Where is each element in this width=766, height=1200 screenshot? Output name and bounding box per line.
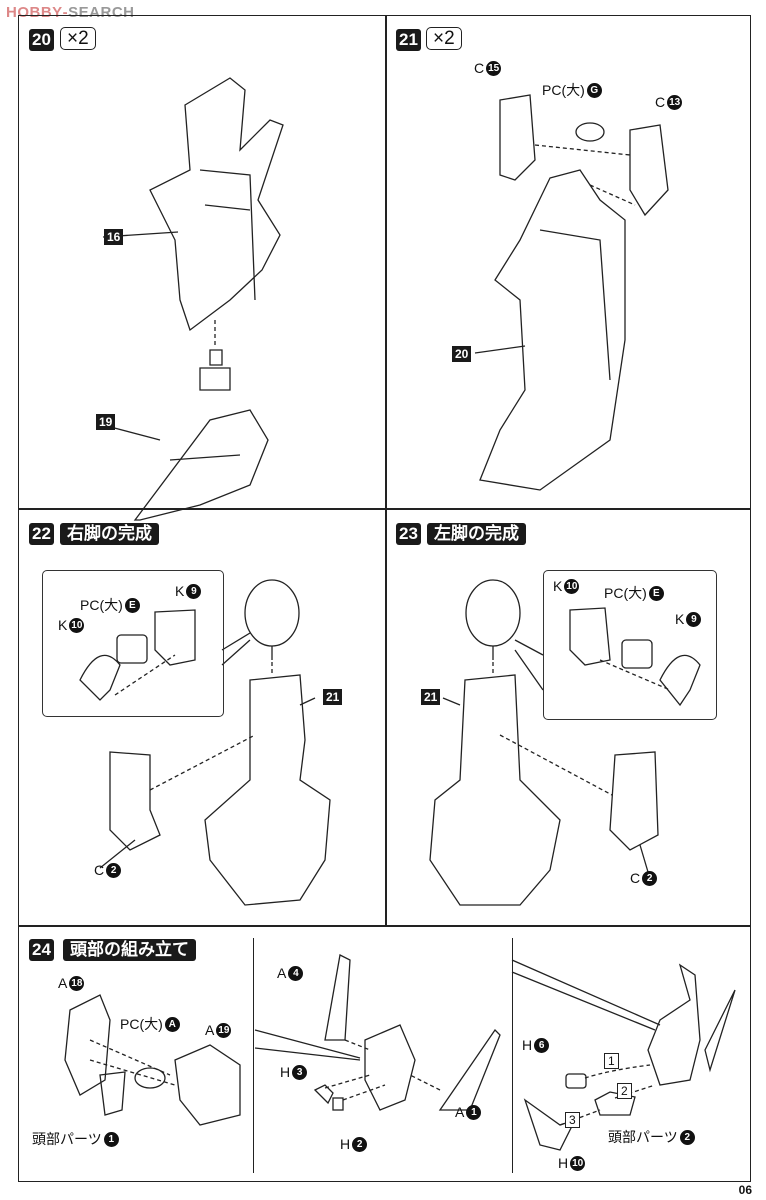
detail-inset <box>543 570 717 720</box>
part-pc-e: PC(大)E <box>80 595 140 615</box>
divider <box>18 508 750 510</box>
part-pc-g: PC(大)G <box>542 80 602 100</box>
step-23-number: 23 <box>396 523 421 545</box>
part-16: 16 <box>104 229 124 245</box>
step-22-number: 22 <box>29 523 54 545</box>
step-22-title: 右脚の完成 <box>60 523 159 545</box>
part-19: 19 <box>96 414 116 430</box>
page-number: 06 <box>738 1183 752 1197</box>
watermark: HOBBY-SEARCH <box>6 4 135 21</box>
divider <box>512 938 513 1173</box>
part-pc-e: PC(大)E <box>604 583 664 603</box>
divider <box>385 15 387 925</box>
divider <box>18 925 750 927</box>
order-3: 3 <box>565 1112 580 1128</box>
step-21-number: 21 <box>396 29 421 51</box>
step-20-number: 20 <box>29 29 54 51</box>
step-24-title: 頭部の組み立て <box>63 939 196 961</box>
step-21-quantity: ×2 <box>426 27 462 50</box>
part-21: 21 <box>323 689 343 705</box>
step-24-number: 24 <box>29 939 54 961</box>
part-20: 20 <box>452 346 472 362</box>
order-2: 2 <box>617 1083 632 1099</box>
page-frame <box>18 15 751 1182</box>
part-21: 21 <box>421 689 441 705</box>
step-20-quantity: ×2 <box>60 27 96 50</box>
detail-inset <box>42 570 224 717</box>
step-23-title: 左脚の完成 <box>427 523 526 545</box>
order-1: 1 <box>604 1053 619 1069</box>
divider <box>253 938 254 1173</box>
part-pc-a: PC(大)A <box>120 1014 180 1034</box>
